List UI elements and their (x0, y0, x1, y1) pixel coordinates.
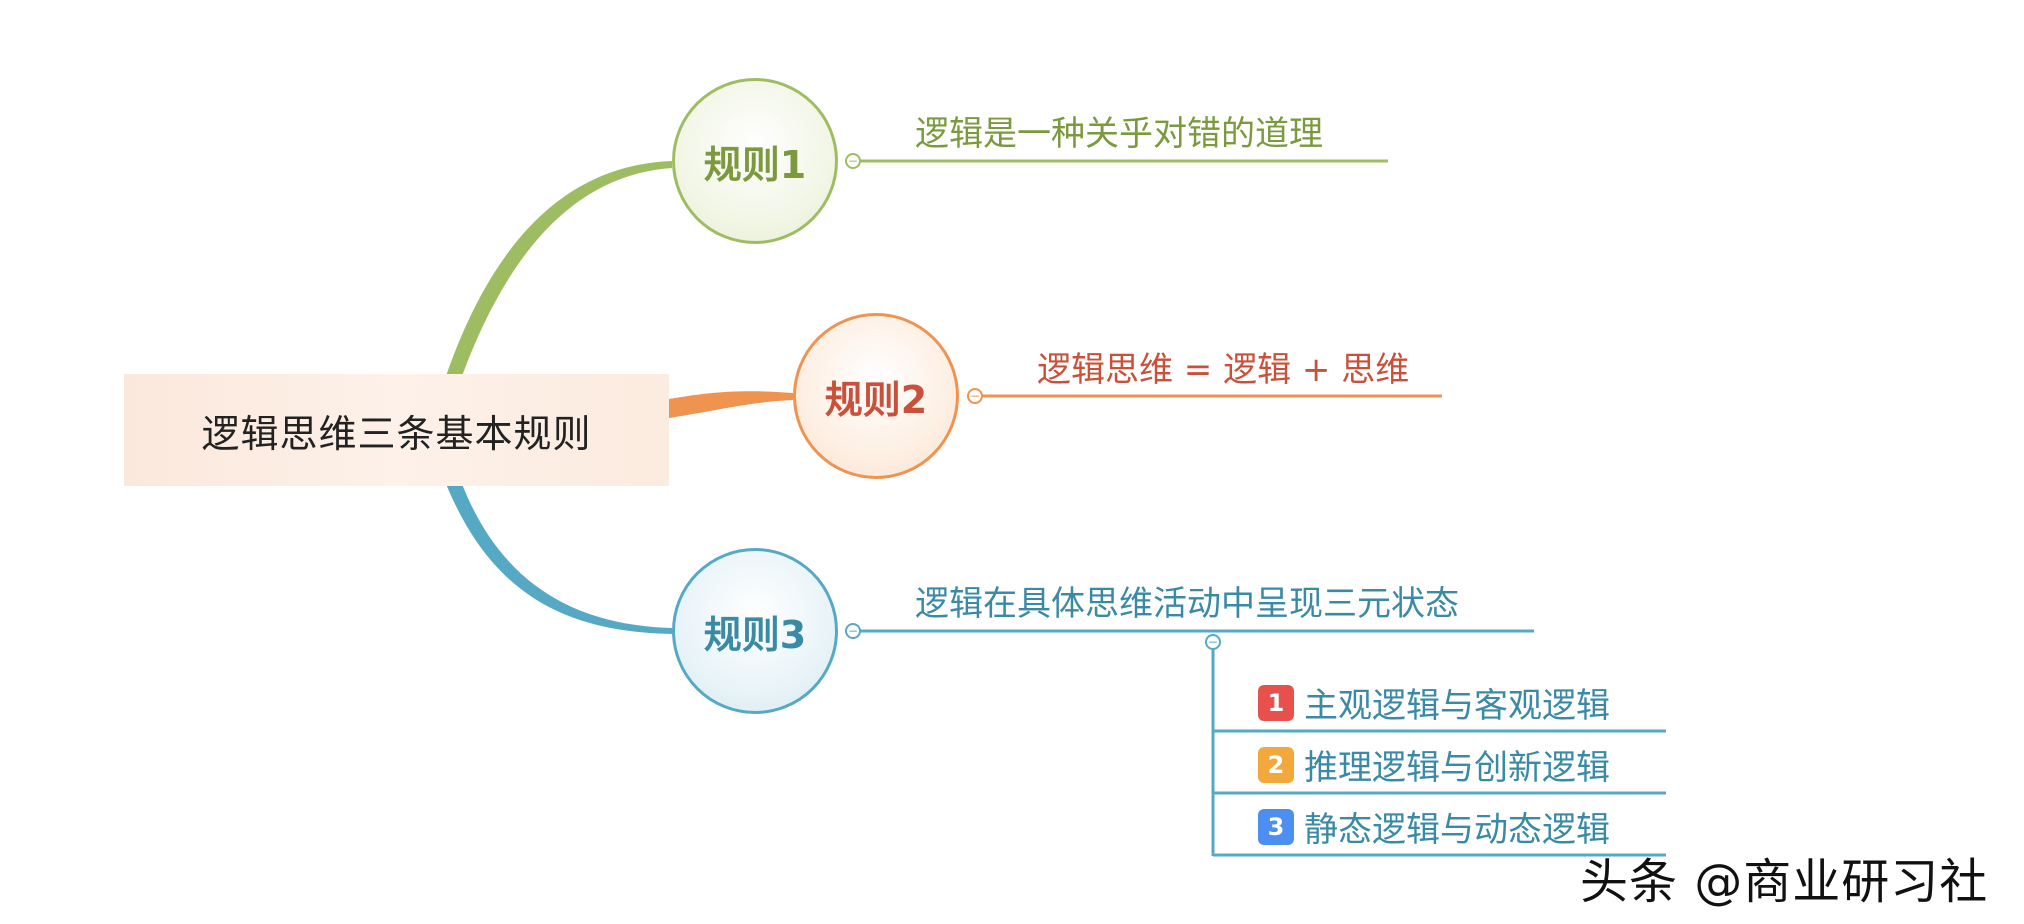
collapse-toggle-subtree[interactable]: − (1205, 634, 1221, 650)
sub-item-2[interactable]: 2 推理逻辑与创新逻辑 (1258, 740, 1610, 789)
branch-connector-1 (446, 161, 672, 376)
collapse-toggle-rule2[interactable]: − (967, 388, 983, 404)
rule1-text[interactable]: 逻辑是一种关乎对错的道理 (915, 114, 1323, 154)
rule3-text[interactable]: 逻辑在具体思维活动中呈现三元状态 (915, 584, 1459, 624)
sub-item-1[interactable]: 1 主观逻辑与客观逻辑 (1258, 678, 1610, 727)
collapse-icon: − (847, 154, 859, 168)
priority-badge-1-icon: 1 (1258, 684, 1294, 721)
priority-badge-2-icon: 2 (1258, 746, 1294, 783)
collapse-icon: − (847, 624, 859, 638)
branch-connector-3 (446, 484, 672, 634)
rule-node-2[interactable]: 规则2 (793, 313, 959, 479)
rule-node-3[interactable]: 规则3 (672, 548, 838, 714)
rule-node-1-label: 规则1 (703, 142, 807, 187)
rule-node-2-label: 规则2 (824, 377, 928, 422)
collapse-icon: − (1207, 635, 1219, 649)
sub-item-3[interactable]: 3 静态逻辑与动态逻辑 (1258, 802, 1610, 851)
priority-badge-3-icon: 3 (1258, 808, 1294, 845)
branch-connector-2 (669, 391, 793, 418)
rule-node-3-label: 规则3 (703, 612, 807, 657)
collapse-toggle-rule3[interactable]: − (845, 623, 861, 639)
sub-item-1-text: 主观逻辑与客观逻辑 (1304, 686, 1610, 726)
collapse-toggle-rule1[interactable]: − (845, 153, 861, 169)
collapse-icon: − (969, 389, 981, 403)
root-topic[interactable]: 逻辑思维三条基本规则 (124, 374, 669, 486)
rule-node-1[interactable]: 规则1 (672, 78, 838, 244)
watermark: 头条 @商业研习社 (1580, 854, 1989, 910)
rule2-text[interactable]: 逻辑思维 = 逻辑 + 思维 (1037, 350, 1410, 390)
sub-item-3-text: 静态逻辑与动态逻辑 (1304, 810, 1610, 850)
sub-item-2-text: 推理逻辑与创新逻辑 (1304, 748, 1610, 788)
root-topic-label: 逻辑思维三条基本规则 (201, 411, 592, 456)
